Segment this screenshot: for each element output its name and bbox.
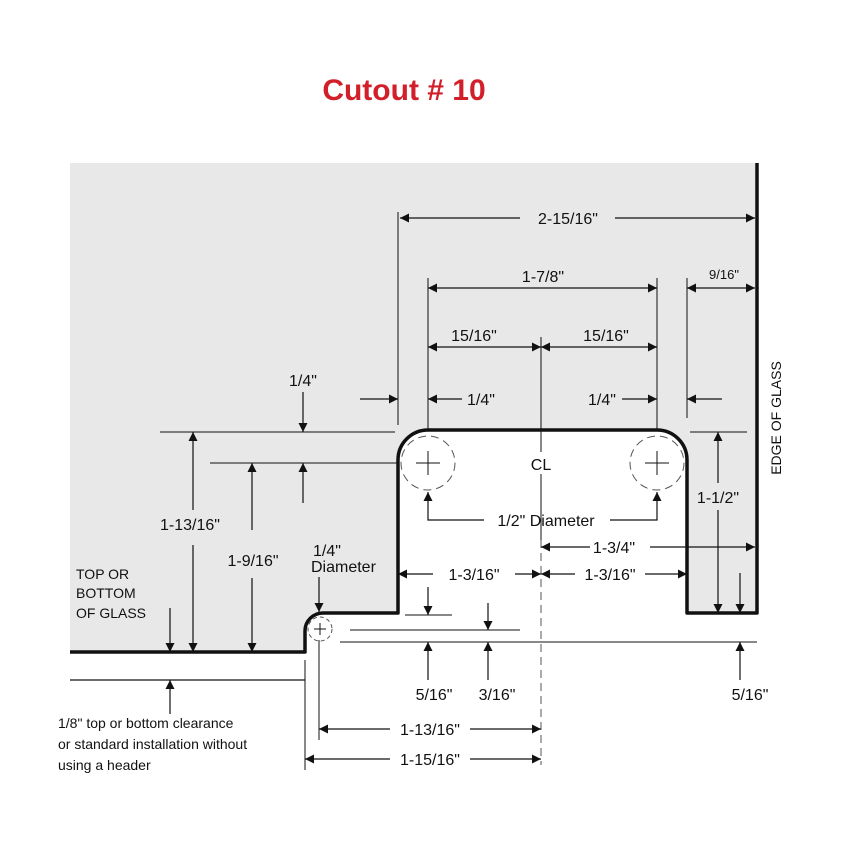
dim-half-spacing-right: 15/16" xyxy=(583,328,629,345)
dim-right-margin: 9/16" xyxy=(709,267,739,282)
dim-step-mid: 3/16" xyxy=(479,687,516,704)
clearance-note-3: using a header xyxy=(58,757,151,773)
dim-step-right: 5/16" xyxy=(732,687,769,704)
dim-hole-spacing: 1-7/8" xyxy=(522,269,564,286)
label-top-bottom-3: OF GLASS xyxy=(76,605,146,621)
dim-cl-to-edge: 1-3/4" xyxy=(593,540,635,557)
edge-of-glass-label: EDGE OF GLASS xyxy=(768,361,784,475)
dim-corner-to-cl: 1-15/16" xyxy=(400,752,460,769)
dim-small-hole-to-cl: 1-13/16" xyxy=(400,722,460,739)
cutout-outline xyxy=(70,163,759,654)
dim-step-left: 5/16" xyxy=(416,687,453,704)
dim-height-hole: 1-9/16" xyxy=(227,553,278,570)
dim-right-height: 1-1/2" xyxy=(697,490,739,507)
label-top-bottom-1: TOP OR xyxy=(76,566,129,582)
dim-half-spacing-left: 15/16" xyxy=(451,328,497,345)
diagram-title: Cutout # 10 xyxy=(322,74,485,107)
clearance-note-2: or standard installation without xyxy=(58,736,247,752)
label-top-bottom-2: BOTTOM xyxy=(76,585,136,601)
centerline-label: CL xyxy=(531,457,552,474)
hole-left xyxy=(400,435,456,491)
glass-panel xyxy=(70,163,757,652)
hole-right xyxy=(629,435,685,491)
dim-hole-offset-right: 1/4" xyxy=(588,392,616,409)
dim-half-width-right: 1-3/16" xyxy=(584,567,635,584)
small-hole-size: 1/4" xyxy=(313,543,341,560)
extension-lines xyxy=(160,212,757,770)
dim-overall-width: 2-15/16" xyxy=(538,211,598,228)
hole-diameter-label: 1/2" Diameter xyxy=(497,513,595,530)
clearance-note-1: 1/8" top or bottom clearance xyxy=(58,715,234,731)
dim-height-total: 1-13/16" xyxy=(160,517,220,534)
dim-hole-offset-left: 1/4" xyxy=(467,392,495,409)
small-hole-diameter: Diameter xyxy=(311,559,377,576)
dim-half-width-left: 1-3/16" xyxy=(448,567,499,584)
small-hole xyxy=(307,616,333,642)
dim-top-offset: 1/4" xyxy=(289,373,317,390)
